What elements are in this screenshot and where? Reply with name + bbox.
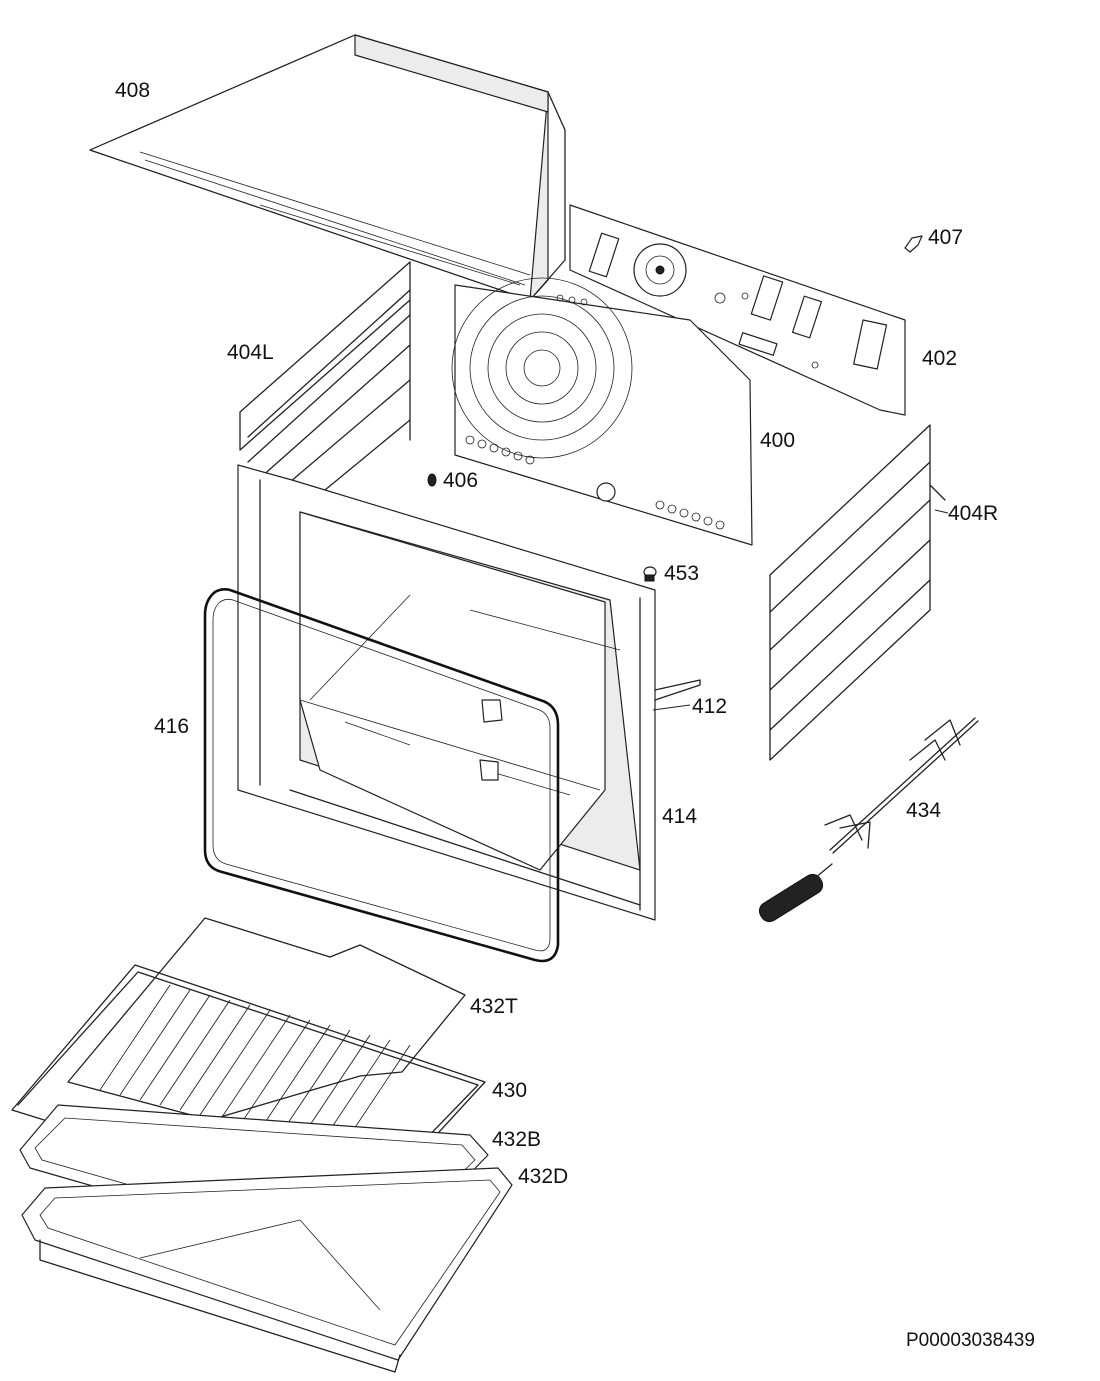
label-412: 412 [692, 695, 728, 718]
part-406-screw [427, 473, 437, 487]
diagram-reference-number: P00003038439 [906, 1330, 1035, 1351]
label-432D: 432D [518, 1165, 569, 1188]
label-404L: 404L [227, 341, 274, 364]
leader-lines [652, 509, 949, 711]
label-453: 453 [664, 562, 700, 585]
label-406: 406 [443, 469, 479, 492]
part-416-door-gasket [203, 588, 560, 963]
label-408: 408 [115, 79, 151, 102]
part-412-bottom-plate [654, 679, 701, 701]
part-414-cavity-frame [237, 464, 656, 921]
part-408-top-cover [89, 34, 566, 301]
part-432D-deep-tray [21, 1167, 513, 1373]
part-407-clip [904, 235, 923, 253]
label-400: 400 [760, 429, 796, 452]
label-407: 407 [928, 226, 964, 249]
part-453-screw [643, 566, 657, 582]
label-404R: 404R [948, 502, 999, 525]
label-434: 434 [906, 799, 942, 822]
label-432T: 432T [470, 995, 518, 1018]
label-414: 414 [662, 805, 698, 828]
label-432B: 432B [492, 1128, 542, 1151]
part-404R-right-rail [769, 424, 946, 761]
label-430: 430 [492, 1079, 528, 1102]
part-402-rear-panel [569, 204, 906, 416]
label-416: 416 [154, 715, 190, 738]
part-434-rotisserie-spit [758, 717, 979, 923]
label-402: 402 [922, 347, 958, 370]
part-400-back-panel [451, 277, 753, 546]
part-404L-left-rail [239, 261, 411, 491]
